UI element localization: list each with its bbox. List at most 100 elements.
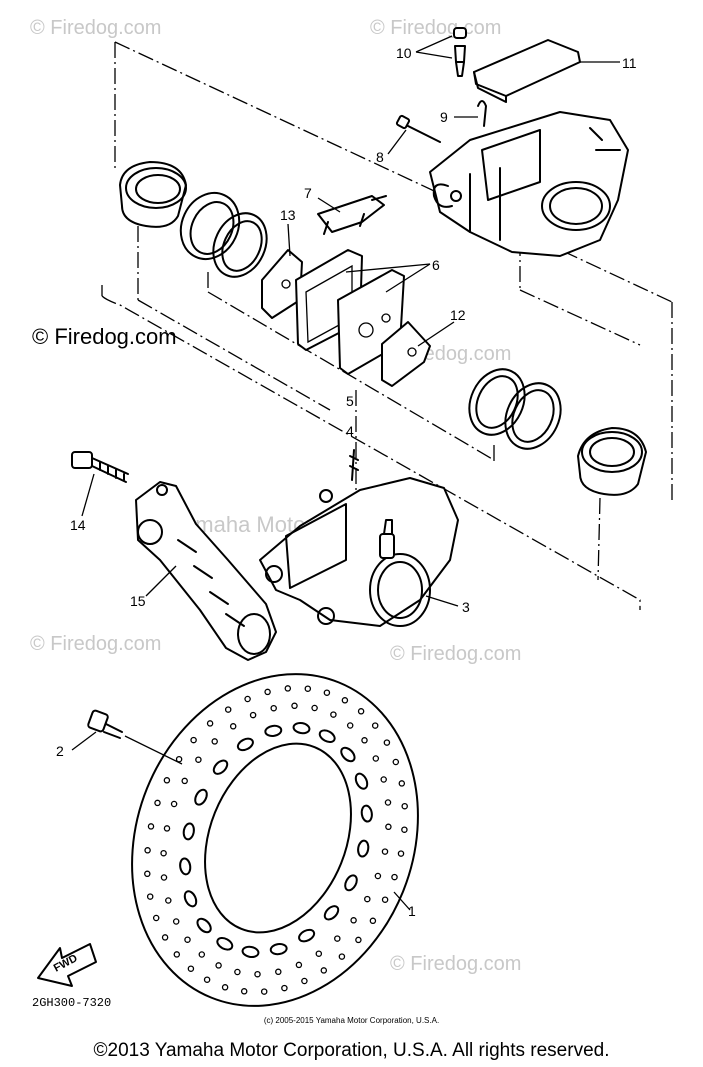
- disc-hole: [315, 950, 323, 957]
- disc-hole: [163, 825, 171, 832]
- pad-pin-8: [395, 114, 441, 143]
- disc-hole: [340, 746, 356, 763]
- disc-hole: [254, 970, 261, 978]
- disc-hole: [323, 689, 331, 696]
- disc-hole: [240, 988, 248, 995]
- disc-hole: [229, 723, 237, 730]
- disc-holes: [144, 685, 408, 995]
- disc-hole: [346, 722, 354, 729]
- disc-hole: [216, 937, 234, 951]
- firedog-watermark: © Firedog.com: [370, 17, 501, 39]
- disc-hole: [212, 759, 229, 775]
- disc-hole: [323, 905, 340, 921]
- pad-spring-7: [317, 195, 387, 235]
- callout-8: 8: [376, 149, 384, 165]
- pad-pin-4: [349, 449, 359, 481]
- disc-hole: [211, 738, 218, 745]
- disc-hole: [146, 893, 154, 900]
- disc-hole: [270, 704, 277, 712]
- disc-hole: [144, 870, 151, 878]
- callout-5: 5: [346, 393, 354, 409]
- disc-hole: [244, 695, 251, 703]
- disc-hole: [369, 917, 377, 925]
- disc-hole: [354, 772, 369, 790]
- copyright-notice: ©2013 Yamaha Motor Corporation, U.S.A. A…: [93, 1040, 610, 1061]
- disc-bolt-2: [87, 709, 123, 739]
- dust-seal-upper: [212, 212, 268, 278]
- disc-hole: [371, 722, 379, 729]
- disc-hole: [163, 777, 171, 784]
- piston-seal-upper: [179, 191, 241, 261]
- disc-hole: [195, 756, 202, 763]
- disc-hole: [241, 945, 260, 959]
- piston-upper: [119, 161, 187, 228]
- disc-hole: [350, 917, 357, 924]
- disc-hole: [392, 758, 400, 766]
- disc-hole: [165, 897, 172, 904]
- dust-seal-lower: [504, 382, 562, 450]
- disc-hole: [175, 755, 183, 763]
- disc-hole: [401, 802, 408, 810]
- disc-hole: [264, 724, 283, 737]
- disc-hole: [372, 755, 380, 762]
- disc-hole: [318, 729, 336, 743]
- callout-12: 12: [450, 307, 466, 323]
- disc-hole: [196, 917, 212, 934]
- disc-hole: [360, 804, 373, 823]
- exploded-frame: [101, 41, 673, 610]
- disc-hole: [385, 823, 392, 831]
- disc-hole: [147, 823, 155, 830]
- caliper-bracket-15: [135, 481, 277, 661]
- disc-hole: [275, 968, 282, 976]
- callout-1: 1: [408, 903, 416, 919]
- brake-disc-1: [131, 673, 419, 1007]
- disc-hole: [194, 788, 208, 806]
- disc-hole: [311, 704, 318, 712]
- disc-hole: [391, 873, 398, 881]
- callout-2: 2: [56, 743, 64, 759]
- callout-6: 6: [432, 257, 440, 273]
- disc-hole: [181, 777, 188, 785]
- disc-hole: [292, 721, 311, 735]
- disc-hole: [170, 800, 178, 808]
- callout-9: 9: [440, 109, 448, 125]
- firedog-watermark: © Firedog.com: [390, 643, 521, 665]
- disc-hole: [320, 967, 328, 974]
- disc-hole: [234, 968, 241, 976]
- piston-seal-lower: [468, 368, 526, 436]
- disc-hole: [374, 872, 382, 880]
- disc-hole: [344, 874, 358, 892]
- callout-14: 14: [70, 517, 86, 533]
- disc-hole: [221, 984, 229, 991]
- bleed-cap-11: [473, 39, 581, 103]
- disc-hole: [330, 711, 337, 718]
- disc-hole: [355, 936, 362, 944]
- firedog-copyright-mark: © Firedog.com: [32, 324, 177, 349]
- disc-hole: [304, 685, 312, 692]
- bleed-screw-10: [453, 27, 467, 77]
- disc-hole: [182, 822, 195, 841]
- disc-hole: [144, 847, 151, 854]
- disc-hole: [383, 739, 391, 746]
- disc-hole: [190, 736, 197, 744]
- disc-hole: [338, 953, 346, 960]
- disc-hole: [384, 799, 392, 806]
- disc-hole: [301, 977, 308, 985]
- disc-hole: [291, 702, 298, 710]
- disc-hole: [236, 737, 254, 752]
- disc-hole: [183, 890, 198, 908]
- callout-3: 3: [462, 599, 470, 615]
- leader-lines: [71, 35, 620, 911]
- disc-hole: [341, 697, 349, 704]
- disc-hole: [298, 928, 316, 943]
- disc-hole: [172, 918, 180, 925]
- callout-15: 15: [130, 593, 146, 609]
- disc-hole: [152, 914, 160, 922]
- firedog-watermark: © Firedog.com: [30, 17, 161, 39]
- disc-hole: [173, 951, 181, 958]
- callout-10: 10: [396, 45, 412, 61]
- disc-hole: [161, 934, 169, 941]
- disc-hole: [398, 780, 406, 787]
- disc-hole: [361, 737, 368, 744]
